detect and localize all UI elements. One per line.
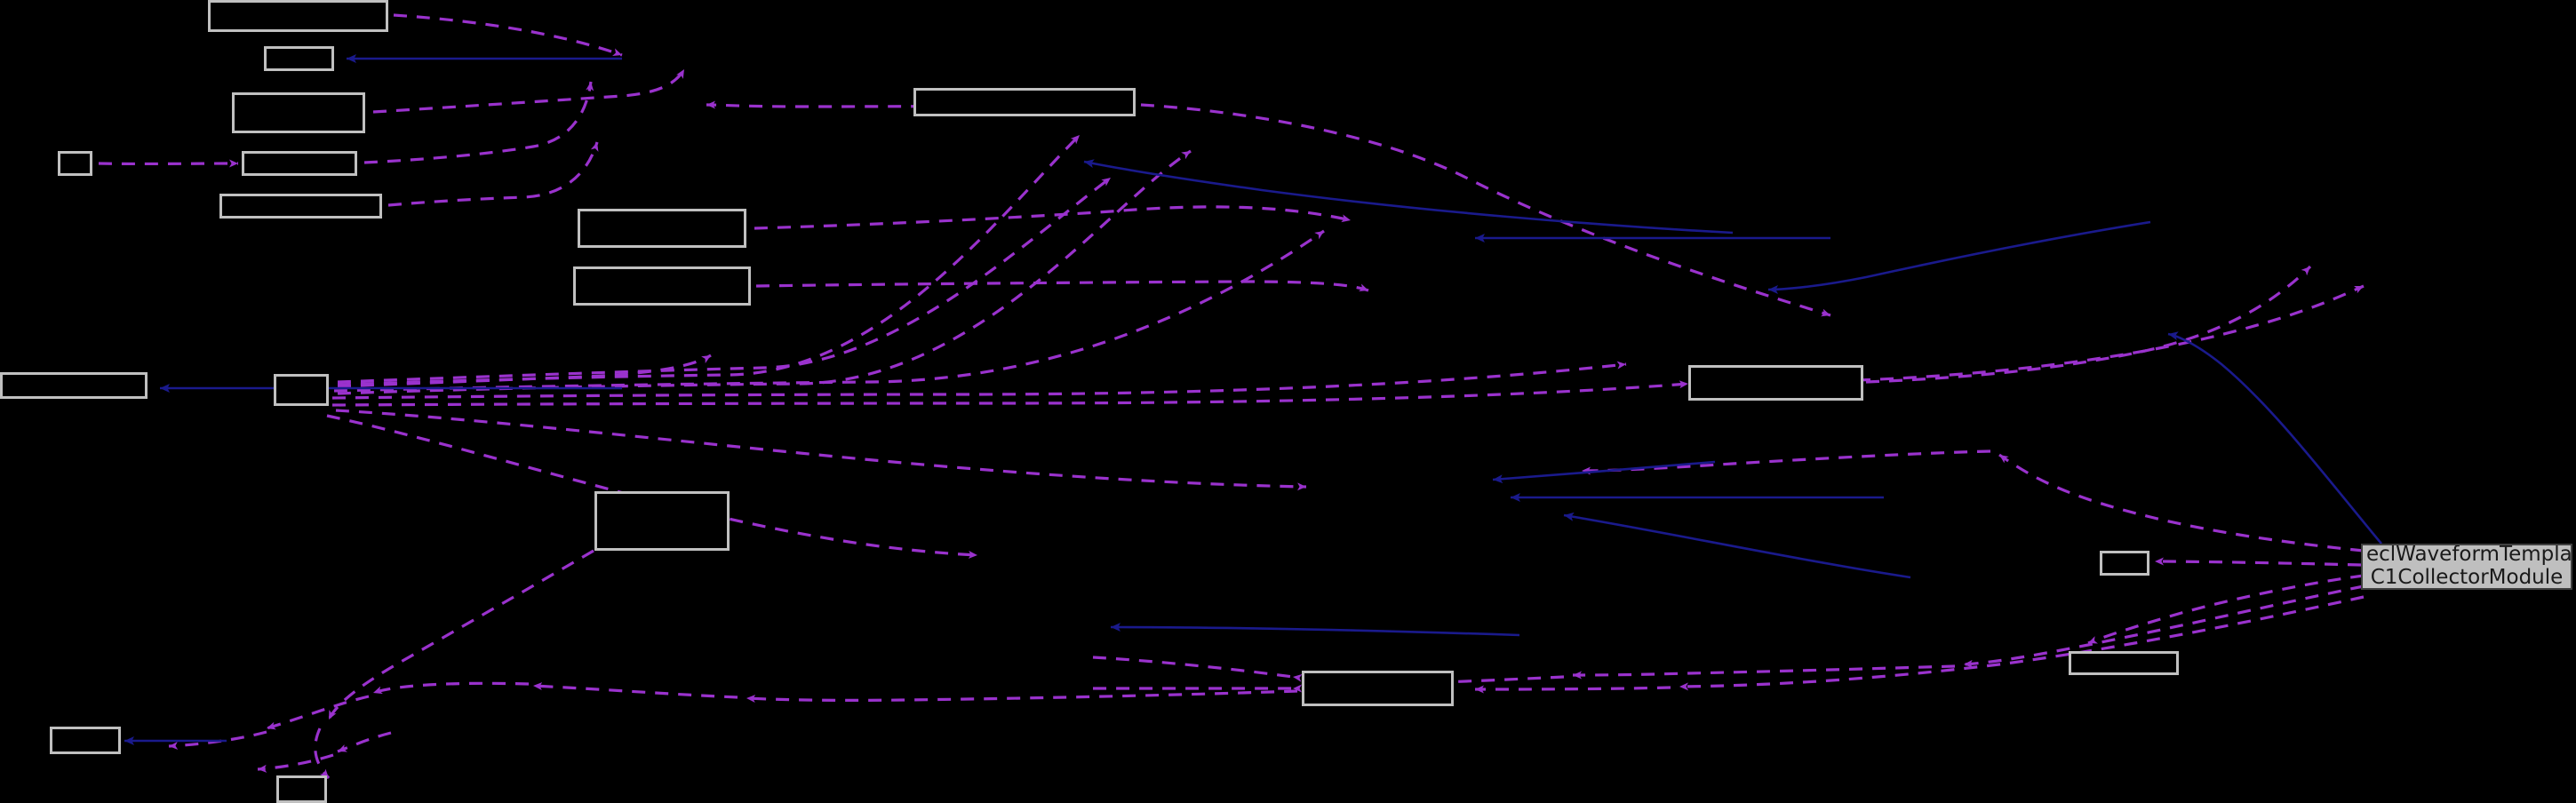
purple-edges (98, 13, 2365, 780)
graph-node[interactable] (219, 194, 382, 219)
graph-node[interactable] (2100, 551, 2149, 576)
graph-node-current-label: eclWaveformTemplateCalibration C1Collect… (2366, 544, 2572, 589)
graph-node-hub[interactable] (274, 374, 329, 406)
graph-node[interactable] (58, 151, 92, 176)
graph-node[interactable] (573, 266, 751, 306)
graph-node[interactable] (1688, 365, 1863, 401)
graph-node[interactable] (242, 151, 357, 176)
graph-node[interactable] (578, 209, 746, 248)
purple-edges-right-head (1092, 656, 1303, 693)
graph-node[interactable] (2069, 651, 2179, 675)
graph-node[interactable] (276, 775, 327, 803)
graph-node[interactable] (594, 491, 730, 551)
graph-node-current[interactable]: eclWaveformTemplateCalibration C1Collect… (2361, 544, 2572, 590)
graph-node[interactable] (264, 46, 334, 71)
blue-edges (124, 54, 2382, 745)
graph-node[interactable] (208, 0, 388, 32)
graph-node[interactable] (232, 92, 365, 133)
graph-node[interactable] (913, 88, 1136, 116)
graph-node[interactable] (50, 727, 121, 754)
graph-node[interactable] (1302, 671, 1454, 706)
graph-node[interactable] (0, 372, 148, 399)
